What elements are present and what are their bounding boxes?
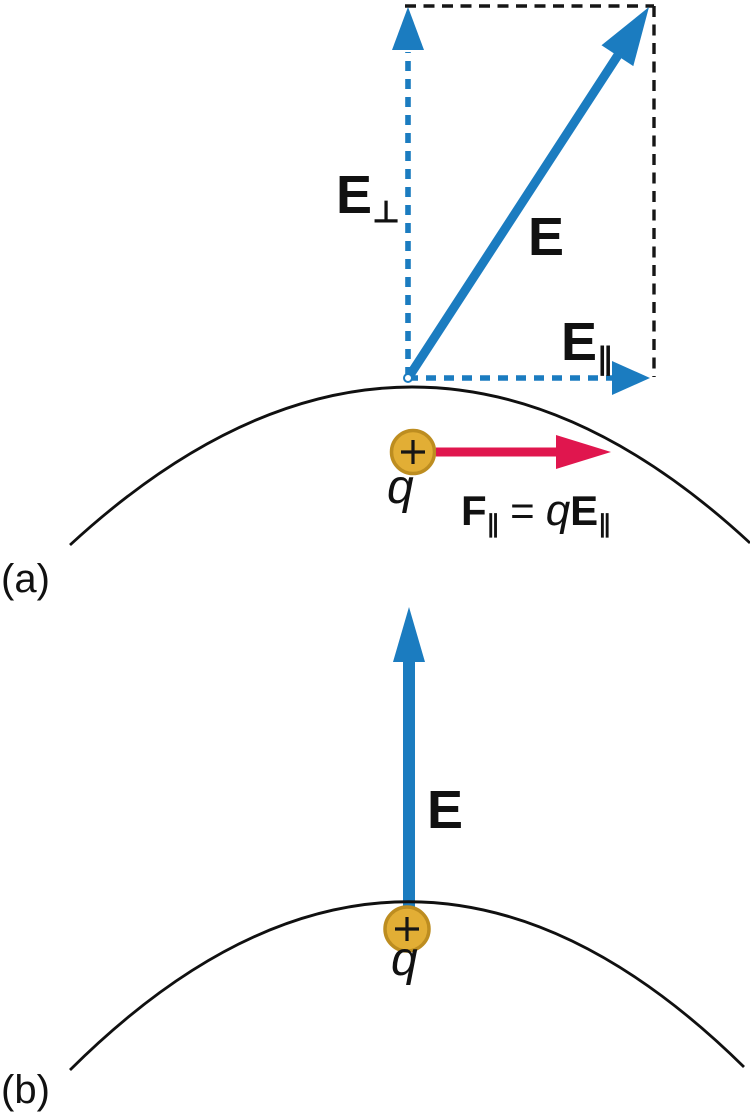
equals-sign: = xyxy=(510,487,535,534)
e-vector-arrowhead xyxy=(601,7,649,67)
charge-label-b: q xyxy=(391,933,418,986)
e-total-label-a: E xyxy=(528,207,565,267)
field-symbol: E xyxy=(570,487,599,534)
e-parallel-label-base: E xyxy=(561,312,598,372)
force-parallel-vector-arrowhead xyxy=(556,435,611,469)
field-subscript: ∥ xyxy=(598,510,611,539)
vector-origin-point xyxy=(403,373,413,383)
e-perp-label: E⊥ xyxy=(336,168,400,227)
panel-b-label: (b) xyxy=(1,1068,50,1112)
conductor-surface-a xyxy=(69,385,750,547)
e-perp-vector-arrowhead xyxy=(392,7,424,50)
e-perp-label-base: E xyxy=(336,165,373,225)
e-vector-shaft xyxy=(406,49,624,378)
panel-a-label: (a) xyxy=(1,557,50,601)
e-vector-b-arrowhead xyxy=(393,607,425,662)
charge-label-a: q xyxy=(387,461,414,514)
e-perp-label-sub: ⊥ xyxy=(372,194,401,230)
force-equation: F∥=qE∥ xyxy=(461,489,611,538)
charge-symbol: q xyxy=(545,486,571,535)
force-subscript: ∥ xyxy=(486,510,500,539)
force-symbol: F xyxy=(461,487,487,534)
e-parallel-label-sub: ∥ xyxy=(597,341,613,377)
conductor-surface-b xyxy=(69,900,745,1071)
e-parallel-vector-arrowhead xyxy=(612,361,650,395)
e-total-label-b: E xyxy=(427,780,464,840)
e-parallel-label: E∥ xyxy=(561,315,613,374)
